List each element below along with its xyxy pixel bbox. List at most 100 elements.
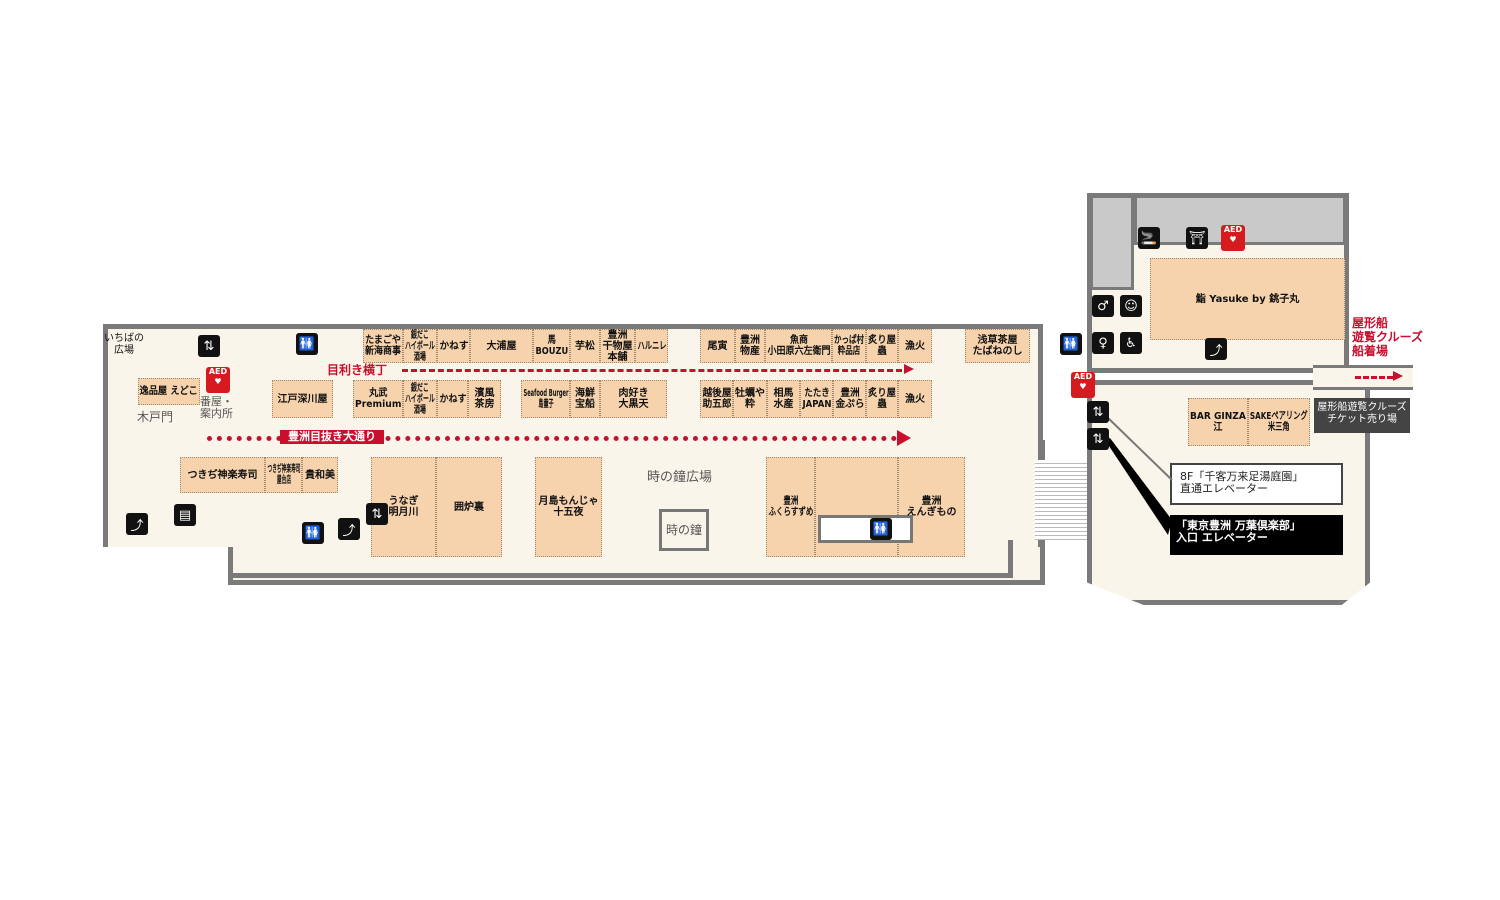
shop[interactable]: 浅草茶屋 たばねのし	[965, 329, 1030, 363]
shop[interactable]: 炙り屋 蟲	[866, 329, 898, 363]
shop[interactable]: 魚商 小田原六左衛門	[765, 329, 832, 363]
shop[interactable]: 相馬 水産	[767, 380, 800, 418]
restroom-icon: 🚻	[302, 522, 324, 544]
aed-icon: AED♥	[1221, 225, 1245, 251]
shop[interactable]: 江戸深川屋	[272, 380, 333, 418]
shop-name: 馬 BOUZU	[535, 335, 568, 357]
tokinokane-plaza-label: 時の鐘広場	[647, 470, 713, 485]
elevator-icon[interactable]: ⇅	[1087, 401, 1109, 423]
shop[interactable]: かねす	[437, 329, 470, 363]
elevator-icon[interactable]: ⇅	[1087, 428, 1109, 450]
shop[interactable]: 芋松	[570, 329, 600, 363]
shop[interactable]: 貴和美	[302, 457, 338, 493]
shop[interactable]: かっぱ村 粋品店	[832, 329, 866, 363]
kidomon-label: 木戸門	[137, 410, 174, 424]
restroom-block	[818, 515, 913, 543]
shop-name: 大浦屋	[486, 340, 517, 352]
aed-icon: AED♥	[206, 367, 230, 393]
shop[interactable]: 越後屋 助五郎	[700, 380, 733, 418]
shop[interactable]: 尾寅	[700, 329, 735, 363]
shop[interactable]: 月島もんじゃ 十五夜	[535, 457, 602, 557]
shop[interactable]: たまごや 新海商事	[363, 329, 403, 363]
banya-info-label: 番屋・ 案内所	[200, 395, 233, 420]
shop[interactable]: つきぢ神楽寿司 屋台店	[265, 457, 302, 493]
shop-sake-pairing[interactable]: SAKEペアリング 米三角	[1248, 398, 1310, 446]
shop-edoko[interactable]: 逸品屋 えどこ	[138, 378, 200, 405]
manyo-club-elevator-callout: 「東京豊洲 万葉倶楽部」 入口 エレベーター	[1170, 515, 1343, 555]
shop[interactable]: 銀だこ ハイボール 酒場	[403, 329, 437, 363]
cruise-pier-label: 屋形船 遊覧クルーズ 船着場	[1352, 316, 1424, 358]
ichiba-plaza-label: いちばの 広場	[104, 333, 144, 356]
restroom-icon: 🚻	[870, 518, 892, 540]
shop-name: 鮨 Yasuke by 銚子丸	[1195, 293, 1300, 305]
shop[interactable]: 豊洲 干物屋 本舗	[600, 329, 635, 363]
aed-text: AED	[1073, 372, 1093, 381]
restroom-icon: 🚻	[1060, 333, 1082, 355]
callout-lines	[1104, 414, 1173, 535]
shop-name: かっぱ村 粋品店	[834, 335, 864, 357]
accessible-restroom-icon: ♿	[1120, 332, 1142, 354]
shop[interactable]: つきぢ神楽寿司	[180, 457, 265, 493]
stairs	[1035, 460, 1087, 540]
aed-text: AED	[1223, 225, 1243, 234]
shop-name: 漁火	[905, 393, 925, 405]
shop-name: 豊洲 物産	[740, 335, 760, 357]
shop[interactable]: 丸武 Premium	[353, 380, 403, 418]
elevator-icon: ⇅	[198, 335, 220, 357]
shop[interactable]: 肉好き 大黒天	[600, 380, 667, 418]
shop-name: 漁火	[905, 340, 925, 352]
stairs-icon: ⤴	[338, 518, 360, 540]
hall-floor-ext	[233, 540, 1013, 578]
shop[interactable]: 豊洲 ふくらすずめ	[766, 457, 815, 557]
shop-name: 炙り屋 蟲	[868, 335, 896, 357]
shop-name: 月島もんじゃ 十五夜	[538, 496, 599, 518]
shop-name: 相馬 水産	[773, 388, 794, 410]
shop-name: 豊洲 干物屋 本舗	[602, 329, 633, 363]
shop-name: ハルニレ	[637, 340, 666, 352]
shop-name: うなぎ 明月川	[388, 496, 419, 518]
shop[interactable]: Seafood Burger 島童子	[521, 380, 570, 418]
nuki-street-label: 豊洲目抜き大通り	[280, 430, 384, 444]
cruise-ticket-callout: 屋形船遊覧クルーズ チケット売り場	[1314, 398, 1410, 433]
shop[interactable]: 海鮮 宝船	[570, 380, 600, 418]
shop-name: 牡蠣や 粋	[735, 388, 765, 410]
shop-name: 尾寅	[707, 340, 728, 352]
escalator-icon: ⤴	[1205, 338, 1227, 360]
shop-yasuke[interactable]: 鮨 Yasuke by 銚子丸	[1150, 258, 1345, 340]
coin-locker-icon: ▤	[174, 504, 196, 526]
shop[interactable]: 炙り屋 蟲	[866, 380, 898, 418]
shop-name: 豊洲 えんぎもの	[906, 496, 957, 518]
gray-area	[1090, 195, 1134, 290]
aed-text: AED	[208, 367, 228, 376]
shop[interactable]: 漁火	[898, 329, 932, 363]
shop[interactable]: 豊洲 物産	[735, 329, 765, 363]
shop[interactable]: 囲炉裏	[436, 457, 502, 557]
shop[interactable]: 馬 BOUZU	[533, 329, 570, 363]
shop-name: 越後屋 助五郎	[701, 388, 732, 410]
shop[interactable]: 豊洲 金ぷら	[833, 380, 866, 418]
shop[interactable]: ハルニレ	[635, 329, 668, 363]
mekiki-route	[402, 369, 902, 372]
shop[interactable]: 豊洲 えんぎもの	[898, 457, 965, 557]
shop-bar-ginza[interactable]: BAR GINZA 江	[1188, 398, 1248, 446]
shop-name: SAKEペアリング 米三角	[1250, 411, 1308, 433]
shop[interactable]: 大浦屋	[470, 329, 533, 363]
shop[interactable]: 牡蠣や 粋	[733, 380, 767, 418]
shop-name: 芋松	[575, 340, 595, 352]
shop-name: 江戸深川屋	[277, 393, 328, 405]
shop-name: かねす	[439, 393, 466, 405]
shop-name: 魚商 小田原六左衛門	[767, 335, 830, 357]
shop-name: 豊洲 金ぷら	[834, 388, 865, 410]
shop-name: 炙り屋 蟲	[868, 388, 896, 410]
shop[interactable]: 漁火	[898, 380, 932, 418]
shop[interactable]: 銀だこ ハイボール 酒場	[403, 380, 437, 418]
shop[interactable]: たたき JAPAN	[800, 380, 833, 418]
shop-name: 囲炉裏	[454, 501, 484, 513]
shop-name: BAR GINZA 江	[1190, 411, 1246, 433]
shop[interactable]: 濱風 茶房	[468, 380, 501, 418]
arrow-icon	[897, 430, 911, 446]
mekiki-yokocho-label: 目利き横丁	[327, 363, 388, 377]
shop[interactable]: かねす	[437, 380, 468, 418]
pier-route	[1355, 376, 1393, 379]
baby-care-icon: ☺	[1120, 295, 1142, 317]
